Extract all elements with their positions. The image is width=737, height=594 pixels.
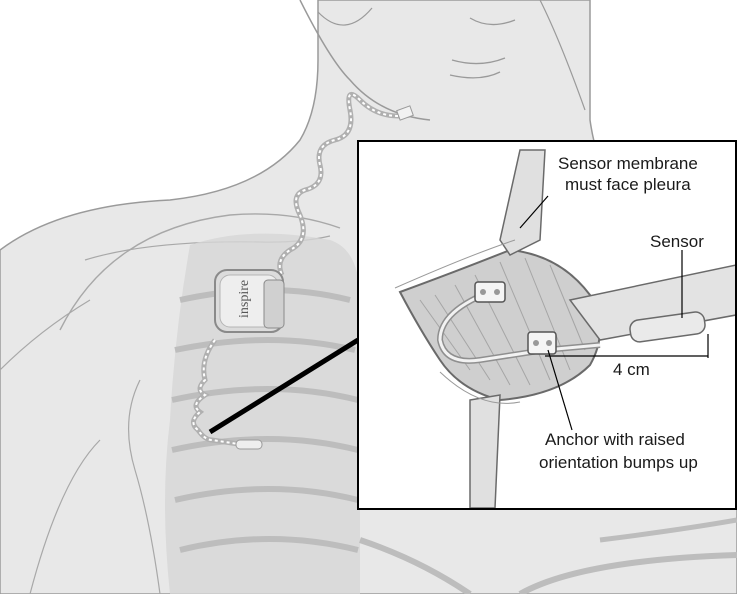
distance-label: 4 cm xyxy=(613,360,650,379)
device-brand-text: inspire xyxy=(237,280,252,318)
anchor-label-line1: Anchor with raised xyxy=(545,430,685,449)
sensor-label: Sensor xyxy=(650,232,704,251)
anchor-label-line2: orientation bumps up xyxy=(539,453,698,472)
sensor-membrane-label-line2: must face pleura xyxy=(565,175,691,194)
generator-device: inspire xyxy=(215,270,284,332)
upper-anchor xyxy=(475,282,505,302)
lower-anchor xyxy=(528,332,556,354)
sensor-membrane-label-line1: Sensor membrane xyxy=(558,154,698,173)
inset-panel: Sensor membrane must face pleura Sensor … xyxy=(358,141,736,509)
